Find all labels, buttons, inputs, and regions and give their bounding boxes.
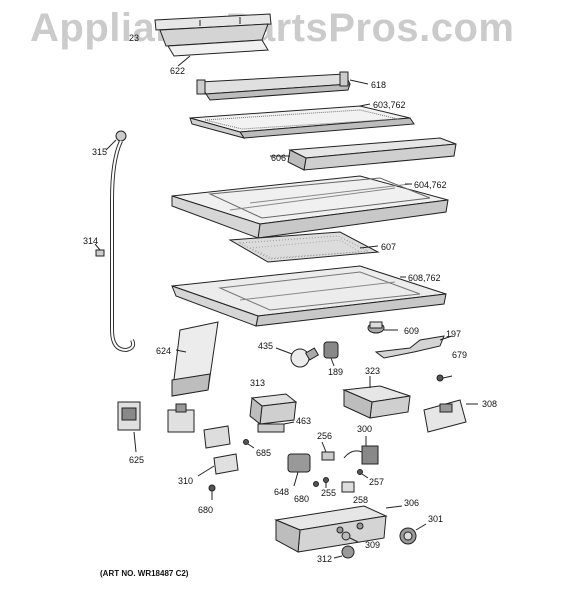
part-606-drawer-front <box>270 137 457 171</box>
part-648-relay <box>287 453 311 487</box>
callout-609: 609 <box>404 326 420 336</box>
callout-257: 257 <box>369 477 385 487</box>
callout-312: 312 <box>317 554 333 564</box>
callout-301: 301 <box>428 514 444 524</box>
callout-309: 309 <box>365 540 381 550</box>
part-625-switch <box>117 401 141 453</box>
callout-607: 607 <box>381 242 397 252</box>
part-607-cover-insert <box>228 231 380 263</box>
part-622-tray <box>167 39 269 67</box>
callout-197: 197 <box>446 329 462 339</box>
callout-680-b: 680 <box>198 505 214 515</box>
callout-679: 679 <box>452 350 468 360</box>
part-680-screw-b <box>208 484 216 500</box>
callout-258: 258 <box>353 495 369 505</box>
part-312-knob <box>333 545 355 559</box>
callout-23: 23 <box>129 33 140 43</box>
part-313-module <box>249 393 298 425</box>
part-310-thermostat <box>167 403 239 477</box>
part-323-control-housing <box>342 376 411 419</box>
callout-685: 685 <box>256 448 272 458</box>
part-306-control-panel <box>274 505 403 553</box>
callout-255: 255 <box>321 488 337 498</box>
part-189-socket <box>323 341 339 367</box>
part-315-drain-tube <box>105 130 136 353</box>
callout-604-762: 604,762 <box>414 180 447 190</box>
callout-300: 300 <box>357 424 373 434</box>
callout-189: 189 <box>328 367 344 377</box>
callout-608-762: 608,762 <box>408 273 441 283</box>
part-255-screw <box>323 477 329 488</box>
part-300-overload <box>343 436 379 465</box>
part-258-cover <box>341 481 355 493</box>
part-679-screw <box>436 374 453 382</box>
part-608-pan-cover <box>171 265 447 327</box>
callout-622: 622 <box>170 66 186 76</box>
part-197-bracket <box>374 335 453 359</box>
callout-606: 606 <box>271 153 287 163</box>
part-604-cover-frame <box>171 175 449 239</box>
part-624-duct <box>171 321 219 397</box>
part-309-bezel <box>341 531 359 543</box>
callout-256: 256 <box>317 431 333 441</box>
part-308-bracket <box>423 399 478 433</box>
callout-648: 648 <box>274 487 290 497</box>
part-301-knob <box>399 523 427 545</box>
part-463-connector <box>257 421 295 433</box>
part-256-clip <box>321 441 335 461</box>
art-number-label: (ART NO. WR18487 C2) <box>100 569 189 578</box>
part-609-knob <box>367 321 398 334</box>
callout-313: 313 <box>250 378 266 388</box>
callout-463: 463 <box>296 416 312 426</box>
part-435-bulb <box>275 347 320 368</box>
part-603-shelf <box>189 103 415 139</box>
part-257-screw <box>357 469 369 479</box>
part-top-bracket <box>154 13 272 47</box>
callout-310: 310 <box>178 476 194 486</box>
callout-680-a: 680 <box>294 494 310 504</box>
callout-624: 624 <box>156 346 172 356</box>
part-314-clip <box>94 243 105 257</box>
callout-315: 315 <box>92 147 108 157</box>
callout-314: 314 <box>83 236 99 246</box>
part-685-screw <box>243 439 255 449</box>
watermark-logo: AppliancePartsPros.com <box>30 6 515 50</box>
callout-618: 618 <box>371 80 387 90</box>
callout-306: 306 <box>404 498 420 508</box>
callout-323: 323 <box>365 366 381 376</box>
callout-435: 435 <box>258 341 274 351</box>
part-680-screw-a <box>313 481 319 487</box>
callout-625: 625 <box>129 455 145 465</box>
callout-603-762: 603,762 <box>373 100 406 110</box>
part-618-light-housing <box>196 71 369 101</box>
callout-308: 308 <box>482 399 498 409</box>
